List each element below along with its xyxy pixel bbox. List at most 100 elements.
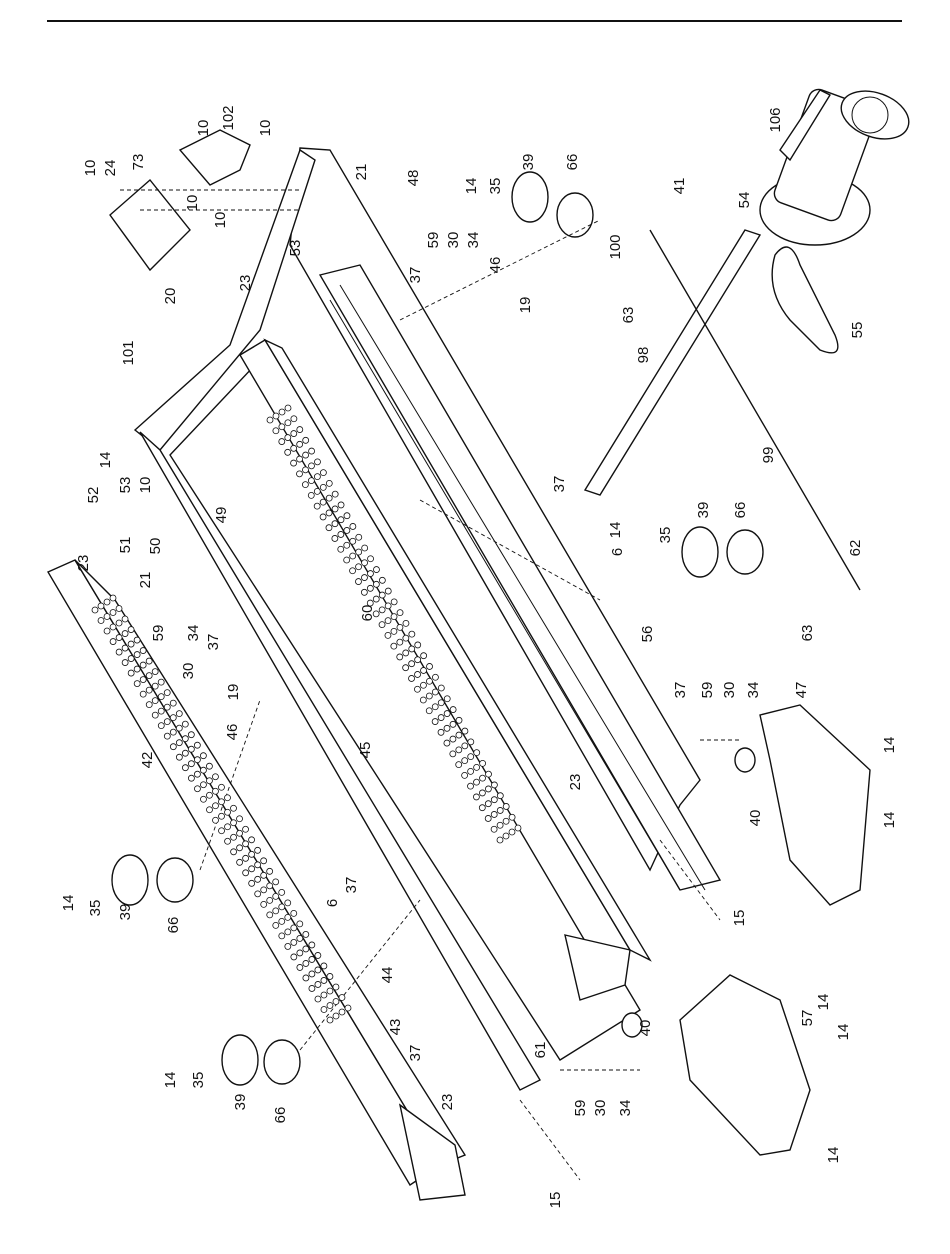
rail-hole <box>373 567 379 573</box>
rail-hole <box>140 677 146 683</box>
rail-hole <box>237 830 243 836</box>
rail-hole <box>285 449 291 455</box>
rail-hole <box>200 767 206 773</box>
rail-hole <box>379 577 385 583</box>
part-label-p39d: 39 <box>232 1094 249 1111</box>
rail-hole <box>450 751 456 757</box>
rail-hole <box>128 641 134 647</box>
part-label-p43: 43 <box>387 1019 404 1036</box>
rail-hole <box>409 661 415 667</box>
rail-hole <box>267 897 273 903</box>
rail-hole <box>291 939 297 945</box>
rail-hole <box>291 445 297 451</box>
incline-rail <box>585 230 860 590</box>
rail-hole <box>261 872 267 878</box>
rail-hole <box>503 803 509 809</box>
part-label-p50: 50 <box>147 538 164 555</box>
rail-hole <box>397 610 403 616</box>
rail-hole <box>237 845 243 851</box>
rail-hole <box>326 510 332 516</box>
rail-hole <box>432 704 438 710</box>
rail-hole <box>474 779 480 785</box>
rail-hole <box>332 521 338 527</box>
part-label-p37c: 37 <box>205 634 222 651</box>
rail-hole <box>309 956 315 962</box>
rail-hole <box>509 829 515 835</box>
rail-hole <box>255 862 261 868</box>
part-label-p23b: 23 <box>75 555 92 572</box>
rail-hole <box>267 868 273 874</box>
part-label-p14g: 14 <box>815 994 832 1011</box>
rail-hole <box>309 971 315 977</box>
rail-hole <box>497 793 503 799</box>
part-label-p52: 52 <box>85 487 102 504</box>
rail-hole <box>315 952 321 958</box>
rail-hole <box>444 740 450 746</box>
part-label-p63b: 63 <box>799 625 816 642</box>
rail-hole <box>98 603 104 609</box>
part-label-p15a: 15 <box>731 910 748 927</box>
rail-hole <box>515 825 521 831</box>
rail-hole <box>279 439 285 445</box>
rail-hole <box>104 628 110 634</box>
rail-hole <box>409 631 415 637</box>
rail-hole <box>273 413 279 419</box>
part-label-p14b: 14 <box>607 522 624 539</box>
rail-hole <box>473 794 479 800</box>
rail-hole <box>368 556 374 562</box>
rail-hole <box>128 656 134 662</box>
rail-hole <box>122 645 128 651</box>
rail-hole <box>134 652 140 658</box>
rail-hole <box>200 796 206 802</box>
rail-hole <box>415 671 421 677</box>
part-label-p101: 101 <box>120 340 137 365</box>
rail-hole <box>297 921 303 927</box>
rail-hole <box>291 910 297 916</box>
rail-hole <box>497 807 503 813</box>
rail-hole <box>309 942 315 948</box>
rail-hole <box>450 736 456 742</box>
part-label-p66d: 66 <box>272 1107 289 1124</box>
part-label-p66a: 66 <box>564 154 581 171</box>
rail-hole <box>152 712 158 718</box>
front-shield-right <box>760 705 870 905</box>
rail-hole <box>480 775 486 781</box>
rail-hole <box>116 606 122 612</box>
part-label-p56: 56 <box>639 626 656 643</box>
rail-hole <box>332 535 338 541</box>
part-label-p35b: 35 <box>657 527 674 544</box>
part-label-p34d: 34 <box>617 1100 634 1117</box>
rail-hole <box>218 799 224 805</box>
rail-hole <box>297 441 303 447</box>
rail-hole <box>92 607 98 613</box>
part-label-p14c: 14 <box>97 452 114 469</box>
part-label-p14d: 14 <box>881 737 898 754</box>
rail-hole <box>338 531 344 537</box>
part-label-p23a: 23 <box>237 275 254 292</box>
part-label-p59a: 59 <box>425 232 442 249</box>
part-label-p14a: 14 <box>463 178 480 195</box>
part-label-p15b: 15 <box>547 1192 564 1209</box>
rail-hole <box>468 768 474 774</box>
rail-hole <box>285 420 291 426</box>
part-label-p53b: 53 <box>117 477 134 494</box>
rail-hole <box>338 502 344 508</box>
rail-hole <box>134 666 140 672</box>
rail-hole <box>391 628 397 634</box>
part-label-p14e: 14 <box>881 812 898 829</box>
rail-hole <box>480 760 486 766</box>
rail-hole <box>231 805 237 811</box>
rail-hole <box>320 514 326 520</box>
rail-hole <box>409 646 415 652</box>
rail-hole <box>279 889 285 895</box>
rail-hole <box>164 704 170 710</box>
part-label-p40a: 40 <box>747 810 764 827</box>
rail-hole <box>314 459 320 465</box>
rail-hole <box>456 762 462 768</box>
part-label-p20: 20 <box>162 288 179 305</box>
rail-hole <box>249 866 255 872</box>
rail-hole <box>110 639 116 645</box>
rail-hole <box>397 624 403 630</box>
rail-hole <box>285 900 291 906</box>
part-label-p21a: 21 <box>353 164 370 181</box>
